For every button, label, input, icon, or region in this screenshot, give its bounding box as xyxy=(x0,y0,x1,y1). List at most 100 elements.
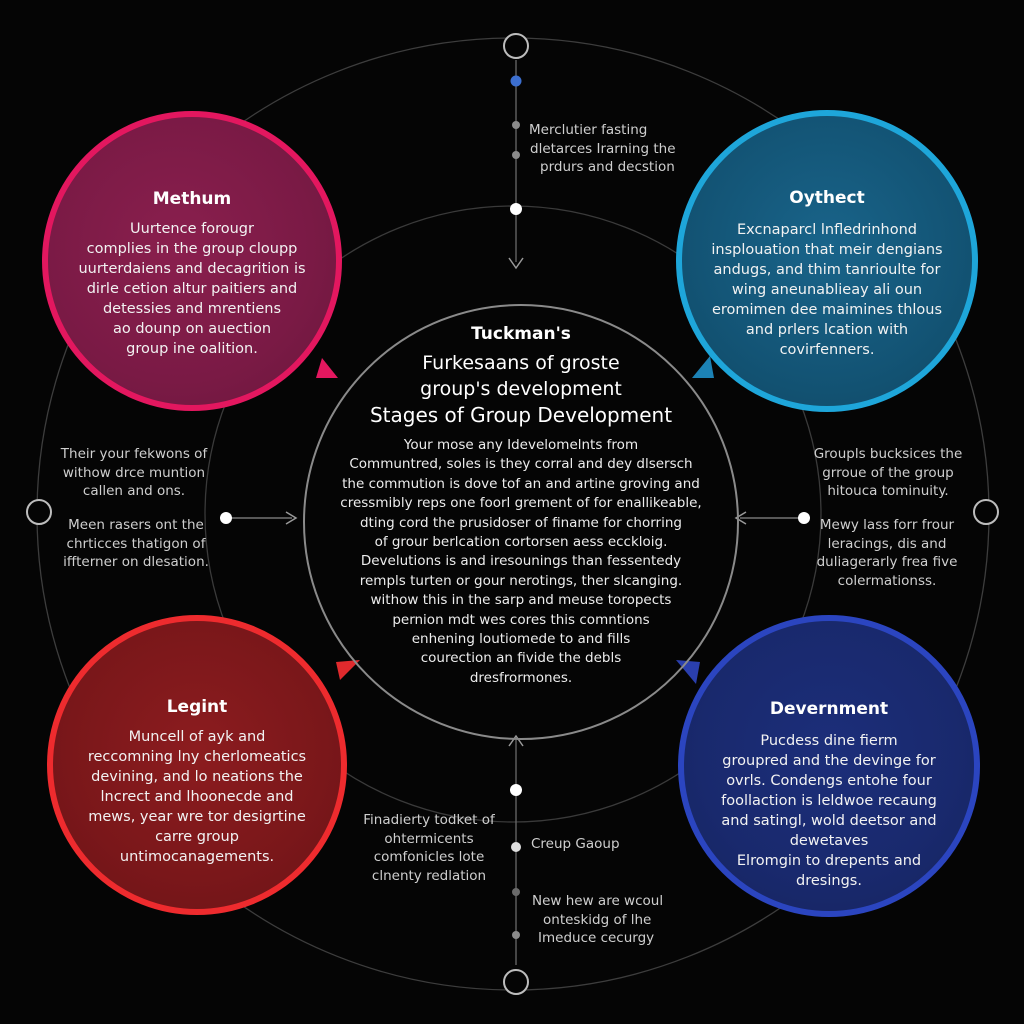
top-note: Merclutier fasting dletarces Irarning th… xyxy=(529,121,676,177)
note-line: prdurs and decstion xyxy=(540,159,675,175)
stage-line: and prlers lcation with xyxy=(745,322,909,338)
note-line: callen and ons. xyxy=(82,483,186,499)
note-line: ohtermicents xyxy=(384,830,474,847)
note-line: Meen rasers ont the xyxy=(68,517,204,533)
stage-circle-oythect: Oythect Excnaparcl lnfledrinhond insplou… xyxy=(676,110,978,412)
stage-line: dewetaves xyxy=(789,833,869,849)
left-note-a: Their your fekwons of withow drce muntio… xyxy=(52,445,216,501)
stage-line: reccomning lny cherlomeatics xyxy=(87,749,307,765)
stage-line: eromimen dee maimines thlous xyxy=(711,302,943,318)
stage-line: insplouation that meir dengians xyxy=(711,242,943,258)
stage-line: mews, year wre tor desigrtine xyxy=(88,809,306,825)
center-body-line: withow this in the sarp and meuse torope… xyxy=(370,592,672,609)
note-line: hitouca tominuity. xyxy=(827,483,949,499)
stage-title: Methum xyxy=(152,189,232,209)
stage-line: groupred and the devinge for xyxy=(722,753,936,769)
note-line: withow drce muntion xyxy=(62,464,206,481)
center-body-line: of grour berlcation cortorsen aess ecckl… xyxy=(374,534,668,551)
tr-arrow xyxy=(692,356,714,378)
note-line: onteskidg of lhe xyxy=(543,911,652,928)
center-heading-line: group's development xyxy=(420,378,622,400)
stage-title: Legint xyxy=(166,697,228,717)
right-note-b: Mewy lass forr frour leracings, dis and … xyxy=(806,516,968,590)
note-line: Merclutier fasting xyxy=(529,122,648,138)
note-line: dletarces Irarning the xyxy=(530,140,676,157)
center-heading-line: Stages of Group Development xyxy=(369,403,673,427)
bottom-node-white-2 xyxy=(511,842,521,852)
center-body-line: dting cord the prusidoser of finame for … xyxy=(359,514,682,531)
stage-line: dresings. xyxy=(796,873,862,889)
bottom-node-dot-1 xyxy=(512,888,520,896)
stage-line: ovrls. Condengs entohe four xyxy=(726,773,932,789)
center-circle: Tuckman's Furkesaans of groste group's d… xyxy=(303,304,739,740)
left-node-large xyxy=(26,499,52,525)
note-line: clnenty redlation xyxy=(371,867,487,884)
center-label: Tuckman's xyxy=(471,324,571,344)
center-body-line: dresfrormones. xyxy=(469,669,573,686)
note-line: comfonicles lote xyxy=(373,849,485,865)
center-body-line: pernion mdt wes cores this comntions xyxy=(392,611,650,628)
note-line: Imeduce cecurgy xyxy=(538,930,655,946)
stage-line: covirfenners. xyxy=(779,342,875,358)
center-body-line: Your mose any Idevelomelnts from xyxy=(403,437,639,453)
note-line: New hew are wcoul xyxy=(532,893,664,909)
stage-line: complies in the group cloupp xyxy=(86,241,298,257)
right-node-white xyxy=(798,512,810,524)
bottom-right-note-a: Creup Gaoup xyxy=(531,835,620,854)
bottom-node-large xyxy=(503,969,529,995)
top-node-blue xyxy=(510,75,522,87)
top-node-large xyxy=(503,33,529,59)
center-heading-line: Furkesaans of groste xyxy=(422,352,620,374)
stage-line: Uurtence forougr xyxy=(130,221,254,237)
stage-line: devining, and lo neations the xyxy=(91,769,303,785)
left-connector-arrow xyxy=(285,511,298,525)
note-line: iffterner on dlesation. xyxy=(63,554,209,570)
stage-line: untimocanagements. xyxy=(119,849,275,865)
stage-line: foollaction is leldwoe recaung xyxy=(721,793,937,809)
stage-circle-legint: Legint Muncell of ayk and reccomning lny… xyxy=(47,615,347,915)
bottom-node-white-1 xyxy=(510,784,522,796)
stage-line: Pucdess dine fierm xyxy=(760,733,898,749)
stage-title: Devernment xyxy=(769,699,889,719)
center-body: Your mose any Idevelomelnts from Communt… xyxy=(340,436,701,688)
center-body-line: enhening loutiomede to and fills xyxy=(411,631,631,648)
stage-circle-methum: Methum Uurtence forougr complies in the … xyxy=(42,111,342,411)
note-line: Mewy lass forr frour xyxy=(819,517,955,533)
stage-title: Oythect xyxy=(789,188,865,208)
note-line: colermationss. xyxy=(837,572,937,589)
stage-circle-devernment: Devernment Pucdess dine fierm groupred a… xyxy=(678,615,980,917)
top-node-dot-1 xyxy=(512,121,520,129)
stage-line: Muncell of ayk and xyxy=(128,729,266,745)
bottom-right-note-b: New hew are wcoul onteskidg of lhe Imedu… xyxy=(532,892,663,948)
stage-line: detessies and mrentiens xyxy=(102,301,282,317)
note-line: Their your fekwons of xyxy=(60,446,208,462)
note-line: chrticces thatigon of xyxy=(66,535,206,552)
left-note-b: Meen rasers ont the chrticces thatigon o… xyxy=(56,516,216,572)
stage-line: carre group xyxy=(155,829,239,845)
stage-line: uurterdaiens and decagrition is xyxy=(78,261,306,277)
stage-line: ao dounp on auection xyxy=(112,321,272,337)
stage-line: group ine oalition. xyxy=(126,341,258,357)
bl-arrow xyxy=(336,660,360,680)
stage-line: wing aneunablieay ali oun xyxy=(731,282,923,298)
stage-line: and satingl, wold deetsor and xyxy=(721,813,937,829)
right-note-a: Groupls bucksices the grroue of the grou… xyxy=(808,445,968,501)
stage-line: andugs, and thim tanrioulte for xyxy=(713,262,941,278)
note-line: Finadierty todket of xyxy=(363,812,495,828)
note-line: leracings, dis and xyxy=(827,535,947,552)
center-body-line: courection an fivide the debls xyxy=(420,650,622,667)
center-body-line: Develutions is and iresounings than fess… xyxy=(360,553,682,570)
bottom-left-note: Finadierty todket of ohtermicents comfon… xyxy=(356,811,502,885)
top-axis-arrow xyxy=(508,257,524,270)
note-line: Creup Gaoup xyxy=(531,836,620,852)
note-line: grroue of the group xyxy=(822,464,954,481)
right-node-large xyxy=(973,499,999,525)
stage-line: lncrect and lhoonecde and xyxy=(100,789,294,805)
note-line: duliagerarly frea five xyxy=(816,554,958,570)
stage-line: Elromgin to drepents and xyxy=(736,853,922,869)
top-node-white xyxy=(510,203,522,215)
left-node-white xyxy=(220,512,232,524)
center-body-line: the commution is dove tof an and artine … xyxy=(342,475,700,492)
